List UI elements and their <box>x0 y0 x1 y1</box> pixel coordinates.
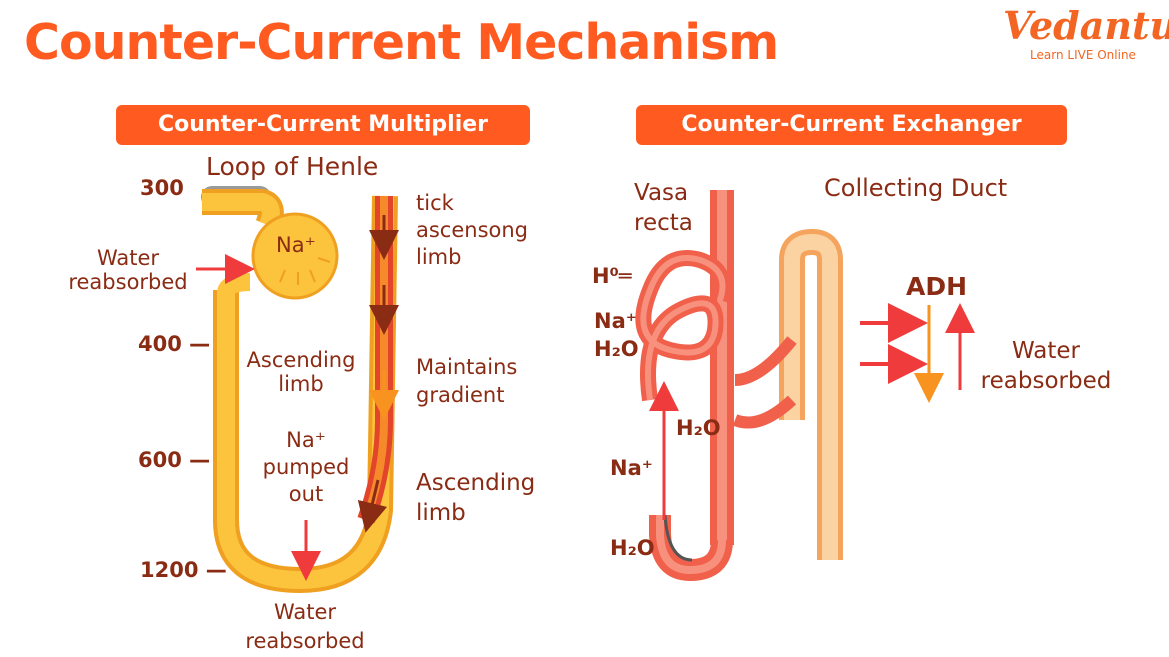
scale-300: 300 <box>140 176 184 200</box>
brand-tagline: Learn LIVE Online <box>1030 48 1136 62</box>
brand-logo: Vedantu Learn LIVE Online <box>1003 3 1169 63</box>
scale-600: 600 — <box>138 448 211 472</box>
vasa-recta-line2: recta <box>634 210 693 236</box>
h2o-low-label: H₂O <box>610 536 655 560</box>
ascending-limb-inner: Ascending limb <box>240 348 362 396</box>
scale-1200: 1200 — <box>140 558 227 582</box>
na-h2o-line1: Na⁺ <box>594 309 637 333</box>
page-title: Counter-Current Mechanism <box>24 14 779 71</box>
water-reabsorbed-right-line1: Water <box>1012 338 1080 364</box>
loop-of-henle <box>196 186 399 593</box>
h0-label: H⁰═ <box>592 264 632 288</box>
na-h2o-label: Na⁺ H₂O <box>594 307 639 363</box>
adh-label: ADH <box>906 272 968 301</box>
ascending-limb-outer: Ascending limb <box>416 468 535 528</box>
na-bubble-label: Na⁺ <box>276 233 316 257</box>
ascending-limb-outer-line1: Ascending <box>416 470 536 496</box>
na-pumped-out-line3: out <box>288 482 324 506</box>
vasa-recta <box>635 190 975 582</box>
maintains-gradient-line2: gradient <box>416 383 505 407</box>
tick-limb-label: tick ascensong limb <box>416 190 528 271</box>
na-pumped-out-line1: Na⁺ <box>286 428 326 452</box>
water-reabsorbed-right: Water reabsorbed <box>974 336 1118 396</box>
ascending-limb-inner-line1: Ascending <box>246 348 356 372</box>
collecting-duct-label: Collecting Duct <box>824 174 1008 202</box>
ascending-limb-outer-line2: limb <box>416 500 466 526</box>
tick-limb-line3: limb <box>416 245 462 269</box>
maintains-gradient-label: Maintains gradient <box>416 353 517 409</box>
water-reabsorbed-bottom-line2: reabsorbed <box>245 629 365 653</box>
water-reabsorbed-left: Water reabsorbed <box>60 246 196 294</box>
na-pumped-out: Na⁺ pumped out <box>252 427 360 508</box>
vasa-recta-label: Vasa recta <box>634 178 693 238</box>
water-reabsorbed-right-line2: reabsorbed <box>980 368 1112 394</box>
vasa-recta-line1: Vasa <box>634 180 689 206</box>
loop-of-henle-label: Loop of Henle <box>206 152 379 181</box>
multiplier-heading: Counter-Current Multiplier <box>116 105 530 145</box>
exchanger-heading: Counter-Current Exchanger <box>636 105 1067 145</box>
tick-limb-line1: tick <box>416 191 454 215</box>
scale-400: 400 — <box>138 332 211 356</box>
water-reabsorbed-left-line1: Water <box>96 246 160 270</box>
water-reabsorbed-bottom: Water reabsorbed <box>230 598 380 656</box>
ascending-limb-inner-line2: limb <box>278 372 324 396</box>
na-low-label: Na⁺ <box>610 456 653 480</box>
brand-name: Vedantu <box>1003 3 1169 48</box>
tick-limb-line2: ascensong <box>416 218 529 242</box>
water-reabsorbed-left-line2: reabsorbed <box>68 270 188 294</box>
maintains-gradient-line1: Maintains <box>416 355 518 379</box>
na-h2o-line2: H₂O <box>594 337 639 361</box>
h2o-mid-label: H₂O <box>676 416 721 440</box>
na-pumped-out-line2: pumped <box>262 455 350 479</box>
water-reabsorbed-bottom-line1: Water <box>273 600 337 624</box>
